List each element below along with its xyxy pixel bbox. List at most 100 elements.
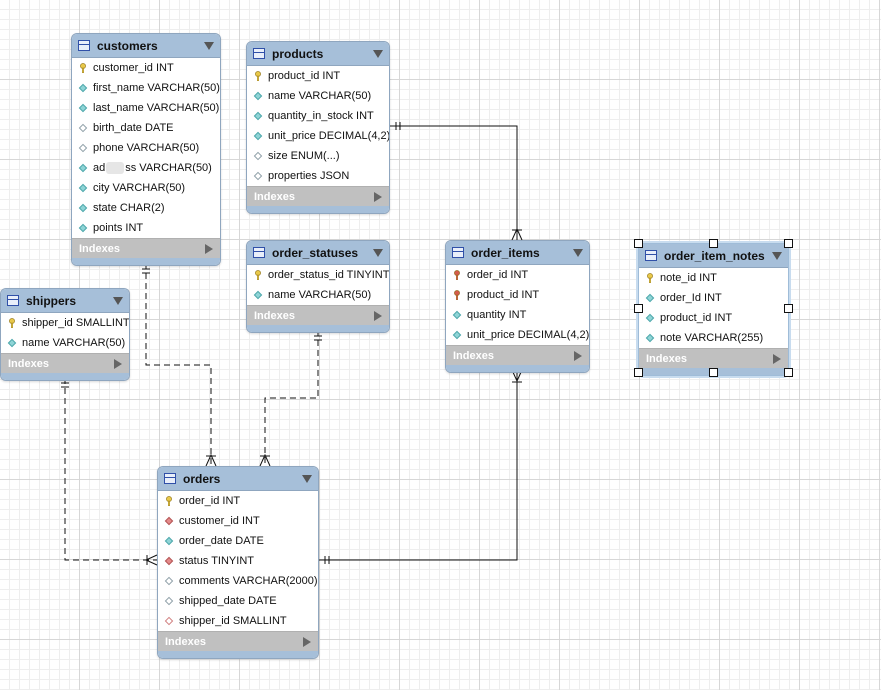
rel-shippers-orders[interactable] — [64, 378, 157, 561]
resize-handle-ne[interactable] — [784, 239, 793, 248]
column-row[interactable]: product_id INT — [247, 66, 389, 86]
table-header[interactable]: customers — [72, 34, 220, 58]
table-shippers[interactable]: shippers shipper_id SMALLINT name VARCHAR… — [0, 288, 130, 381]
column-row[interactable]: order_status_id TINYINT — [247, 265, 389, 285]
column-label: order_date DATE — [179, 535, 264, 547]
rel-statuses-orders[interactable] — [264, 330, 319, 466]
column-label: customer_id INT — [179, 515, 260, 527]
column-label: product_id INT — [660, 312, 733, 324]
column-row[interactable]: phone VARCHAR(50) — [72, 138, 220, 158]
expand-indexes-icon[interactable] — [574, 350, 582, 361]
indexes-section[interactable]: Indexes — [247, 305, 389, 325]
resize-handle-e[interactable] — [784, 304, 793, 313]
resize-handle-se[interactable] — [784, 368, 793, 377]
table-products[interactable]: products product_id INT name VARCHAR(50)q… — [246, 41, 390, 214]
resize-handle-s[interactable] — [709, 368, 718, 377]
expand-indexes-icon[interactable] — [205, 243, 213, 254]
column-row[interactable]: shipper_id SMALLINT — [1, 313, 129, 333]
column-row[interactable]: name VARCHAR(50) — [247, 285, 389, 305]
column-row[interactable]: note VARCHAR(255) — [639, 328, 788, 348]
indexes-section[interactable]: Indexes — [446, 345, 589, 365]
table-order-item-notes[interactable]: order_item_notes note_id INT order_Id INT… — [638, 243, 789, 376]
not-null-column-icon — [645, 333, 655, 343]
column-label: status TINYINT — [179, 555, 254, 567]
collapse-arrow-icon[interactable] — [113, 296, 123, 305]
column-row[interactable]: unit_price DECIMAL(4,2) — [247, 126, 389, 146]
collapse-arrow-icon[interactable] — [373, 49, 383, 58]
column-row[interactable]: order_date DATE — [158, 531, 318, 551]
expand-indexes-icon[interactable] — [303, 636, 311, 647]
table-header[interactable]: order_item_notes — [639, 244, 788, 268]
resize-handle-n[interactable] — [709, 239, 718, 248]
column-row[interactable]: last_name VARCHAR(50) — [72, 98, 220, 118]
column-row[interactable]: product_id INT — [639, 308, 788, 328]
collapse-arrow-icon[interactable] — [373, 248, 383, 257]
column-row[interactable]: birth_date DATE — [72, 118, 220, 138]
collapse-arrow-icon[interactable] — [772, 251, 782, 260]
table-order-items[interactable]: order_items order_id INT product_id INT qu… — [445, 240, 590, 373]
resize-handle-sw[interactable] — [634, 368, 643, 377]
column-label: name VARCHAR(50) — [22, 337, 126, 349]
collapse-arrow-icon[interactable] — [204, 41, 214, 50]
indexes-section[interactable]: Indexes — [1, 353, 129, 373]
column-row[interactable]: product_id INT — [446, 285, 589, 305]
primary-key-icon — [645, 273, 655, 283]
column-row[interactable]: shipper_id SMALLINT — [158, 611, 318, 631]
rel-products-items[interactable] — [390, 125, 518, 240]
table-header[interactable]: products — [247, 42, 389, 66]
column-row[interactable]: unit_price DECIMAL(4,2) — [446, 325, 589, 345]
rel-orders-items[interactable] — [319, 370, 518, 561]
column-row[interactable]: order_id INT — [446, 265, 589, 285]
column-row[interactable]: state CHAR(2) — [72, 198, 220, 218]
column-row[interactable]: quantity_in_stock INT — [247, 106, 389, 126]
resize-handle-nw[interactable] — [634, 239, 643, 248]
column-row[interactable]: customer_id INT — [72, 58, 220, 78]
table-header[interactable]: order_items — [446, 241, 589, 265]
column-row[interactable]: size ENUM(...) — [247, 146, 389, 166]
resize-handle-w[interactable] — [634, 304, 643, 313]
not-null-column-icon — [645, 293, 655, 303]
column-row[interactable]: name VARCHAR(50) — [1, 333, 129, 353]
nullable-column-icon — [78, 123, 88, 133]
column-row[interactable]: city VARCHAR(50) — [72, 178, 220, 198]
foreign-key-column-icon — [164, 556, 174, 566]
column-label: note_id INT — [660, 272, 717, 284]
column-row[interactable]: order_Id INT — [639, 288, 788, 308]
column-row[interactable]: customer_id INT — [158, 511, 318, 531]
column-row[interactable]: status TINYINT — [158, 551, 318, 571]
column-row[interactable]: order_id INT — [158, 491, 318, 511]
column-label: properties JSON — [268, 170, 350, 182]
table-header[interactable]: orders — [158, 467, 318, 491]
rel-customers-orders[interactable] — [145, 263, 212, 466]
indexes-section[interactable]: Indexes — [247, 186, 389, 206]
column-row[interactable]: properties JSON — [247, 166, 389, 186]
collapse-arrow-icon[interactable] — [573, 248, 583, 257]
column-label: birth_date DATE — [93, 122, 174, 134]
column-row[interactable]: name VARCHAR(50) — [247, 86, 389, 106]
expand-indexes-icon[interactable] — [374, 191, 382, 202]
column-row[interactable]: shipped_date DATE — [158, 591, 318, 611]
expand-indexes-icon[interactable] — [773, 353, 781, 364]
expand-indexes-icon[interactable] — [114, 358, 122, 369]
indexes-label: Indexes — [254, 190, 295, 203]
table-orders[interactable]: orders order_id INT customer_id INT order_… — [157, 466, 319, 659]
table-header[interactable]: shippers — [1, 289, 129, 313]
indexes-section[interactable]: Indexes — [158, 631, 318, 651]
collapse-arrow-icon[interactable] — [302, 474, 312, 483]
expand-indexes-icon[interactable] — [374, 310, 382, 321]
column-row[interactable]: quantity INT — [446, 305, 589, 325]
column-row[interactable]: comments VARCHAR(2000) — [158, 571, 318, 591]
indexes-section[interactable]: Indexes — [72, 238, 220, 258]
column-row[interactable]: first_name VARCHAR(50) — [72, 78, 220, 98]
column-label: product_id INT — [467, 289, 540, 301]
column-list: note_id INT order_Id INT product_id INT not… — [639, 268, 788, 348]
column-row[interactable]: points INT — [72, 218, 220, 238]
table-header[interactable]: order_statuses — [247, 241, 389, 265]
indexes-section[interactable]: Indexes — [639, 348, 788, 368]
column-label: product_id INT — [268, 70, 341, 82]
column-row[interactable]: note_id INT — [639, 268, 788, 288]
